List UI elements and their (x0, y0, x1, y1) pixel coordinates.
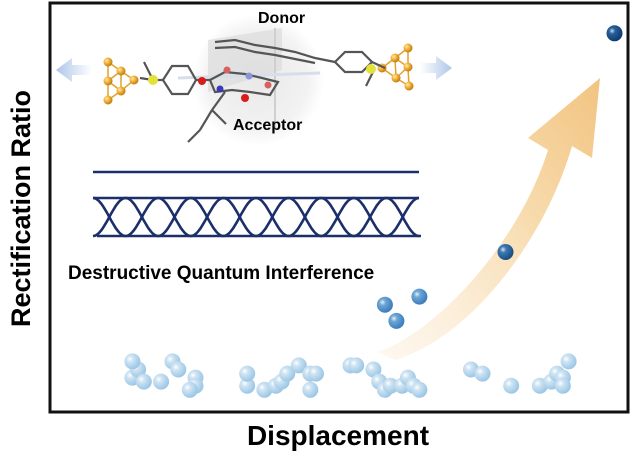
oxygen-atom (223, 66, 231, 74)
data-point (170, 361, 187, 378)
oxygen-atom (198, 77, 206, 85)
x-axis-label: Displacement (246, 420, 430, 451)
wave-upper (92, 196, 420, 238)
data-point (554, 377, 571, 394)
oxygen-atom (264, 81, 272, 89)
nitrogen-atom (245, 72, 253, 80)
data-point (348, 357, 365, 374)
data-point (124, 353, 141, 370)
data-point (560, 353, 577, 370)
y-axis-label: Rectification Ratio (6, 89, 37, 327)
data-point (239, 377, 256, 394)
right-arrow-icon (420, 56, 452, 80)
data-point (388, 312, 405, 329)
data-point (135, 373, 152, 390)
acceptor-label: Acceptor (233, 117, 303, 134)
data-point (308, 365, 324, 382)
trend-arrow (378, 78, 600, 360)
oxygen-atom (241, 94, 249, 102)
interference-diagram (92, 170, 421, 238)
sulfur-atom-right (366, 64, 376, 74)
y-axis-label-wrap: Rectification Ratio (0, 0, 44, 416)
sulfur-atom-left (148, 75, 158, 85)
data-point (153, 373, 170, 390)
data-point (279, 365, 296, 382)
data-point (411, 381, 428, 398)
gold-cluster-left (103, 57, 139, 105)
data-point (181, 381, 198, 398)
left-arrow-icon (56, 58, 92, 82)
interference-label: Destructive Quantum Interference (68, 263, 375, 284)
gold-cluster-right (377, 43, 414, 91)
data-point (503, 377, 520, 394)
data-point (474, 365, 491, 382)
data-point (302, 381, 319, 398)
data-point (497, 244, 514, 260)
data-point (606, 25, 623, 42)
data-point (239, 365, 256, 382)
data-points (124, 25, 623, 398)
data-point (382, 377, 399, 394)
data-point (290, 357, 307, 374)
data-point (365, 361, 382, 378)
nitrogen-atom (216, 85, 224, 93)
donor-label: Donor (258, 10, 306, 27)
wave-lower (92, 196, 420, 238)
data-point (411, 288, 428, 305)
data-point (376, 296, 393, 313)
